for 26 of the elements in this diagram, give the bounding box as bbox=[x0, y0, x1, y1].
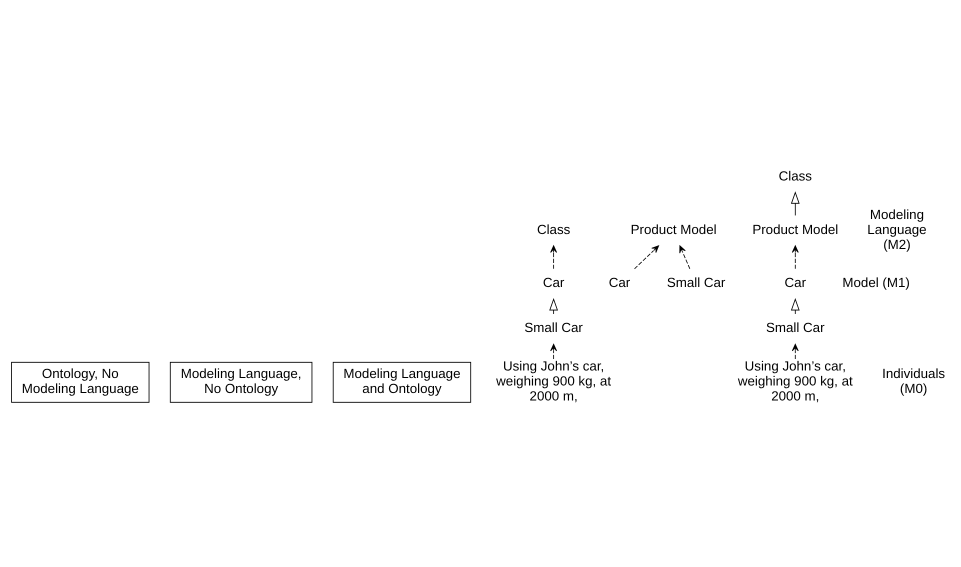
node-text: Using John’s car, weighing 900 kg, at 2000 m, bbox=[738, 358, 853, 403]
node-text: Small Car bbox=[666, 274, 726, 290]
node-text: Car bbox=[608, 274, 630, 290]
arrow bbox=[679, 244, 690, 269]
node-text: Car bbox=[542, 274, 564, 290]
node-text: Class bbox=[778, 168, 812, 183]
arrow bbox=[550, 244, 558, 269]
arrow bbox=[792, 244, 799, 269]
node-box: Modeling Language, No Ontology bbox=[170, 361, 312, 402]
arrow bbox=[550, 343, 558, 359]
label: Individuals (M0) bbox=[882, 366, 946, 396]
node-text: Small Car bbox=[766, 320, 825, 335]
node-text: Small Car bbox=[524, 320, 583, 335]
arrow bbox=[549, 297, 558, 314]
node-text: Class bbox=[536, 221, 570, 236]
arrow bbox=[790, 190, 800, 216]
label: Model (M1) bbox=[842, 274, 910, 290]
label: Modeling Language (M2) bbox=[867, 206, 927, 252]
arrow bbox=[634, 244, 660, 269]
node-box: Ontology, No Modeling Language bbox=[11, 361, 150, 402]
node-box: Modeling Language and Ontology bbox=[332, 361, 472, 402]
node-text: Product Model bbox=[630, 221, 717, 236]
node-text: Product Model bbox=[752, 221, 838, 236]
node-text: Using John’s car, weighing 900 kg, at 2000 m, bbox=[496, 358, 612, 403]
node-text: Car bbox=[784, 274, 806, 290]
arrow bbox=[792, 343, 799, 359]
